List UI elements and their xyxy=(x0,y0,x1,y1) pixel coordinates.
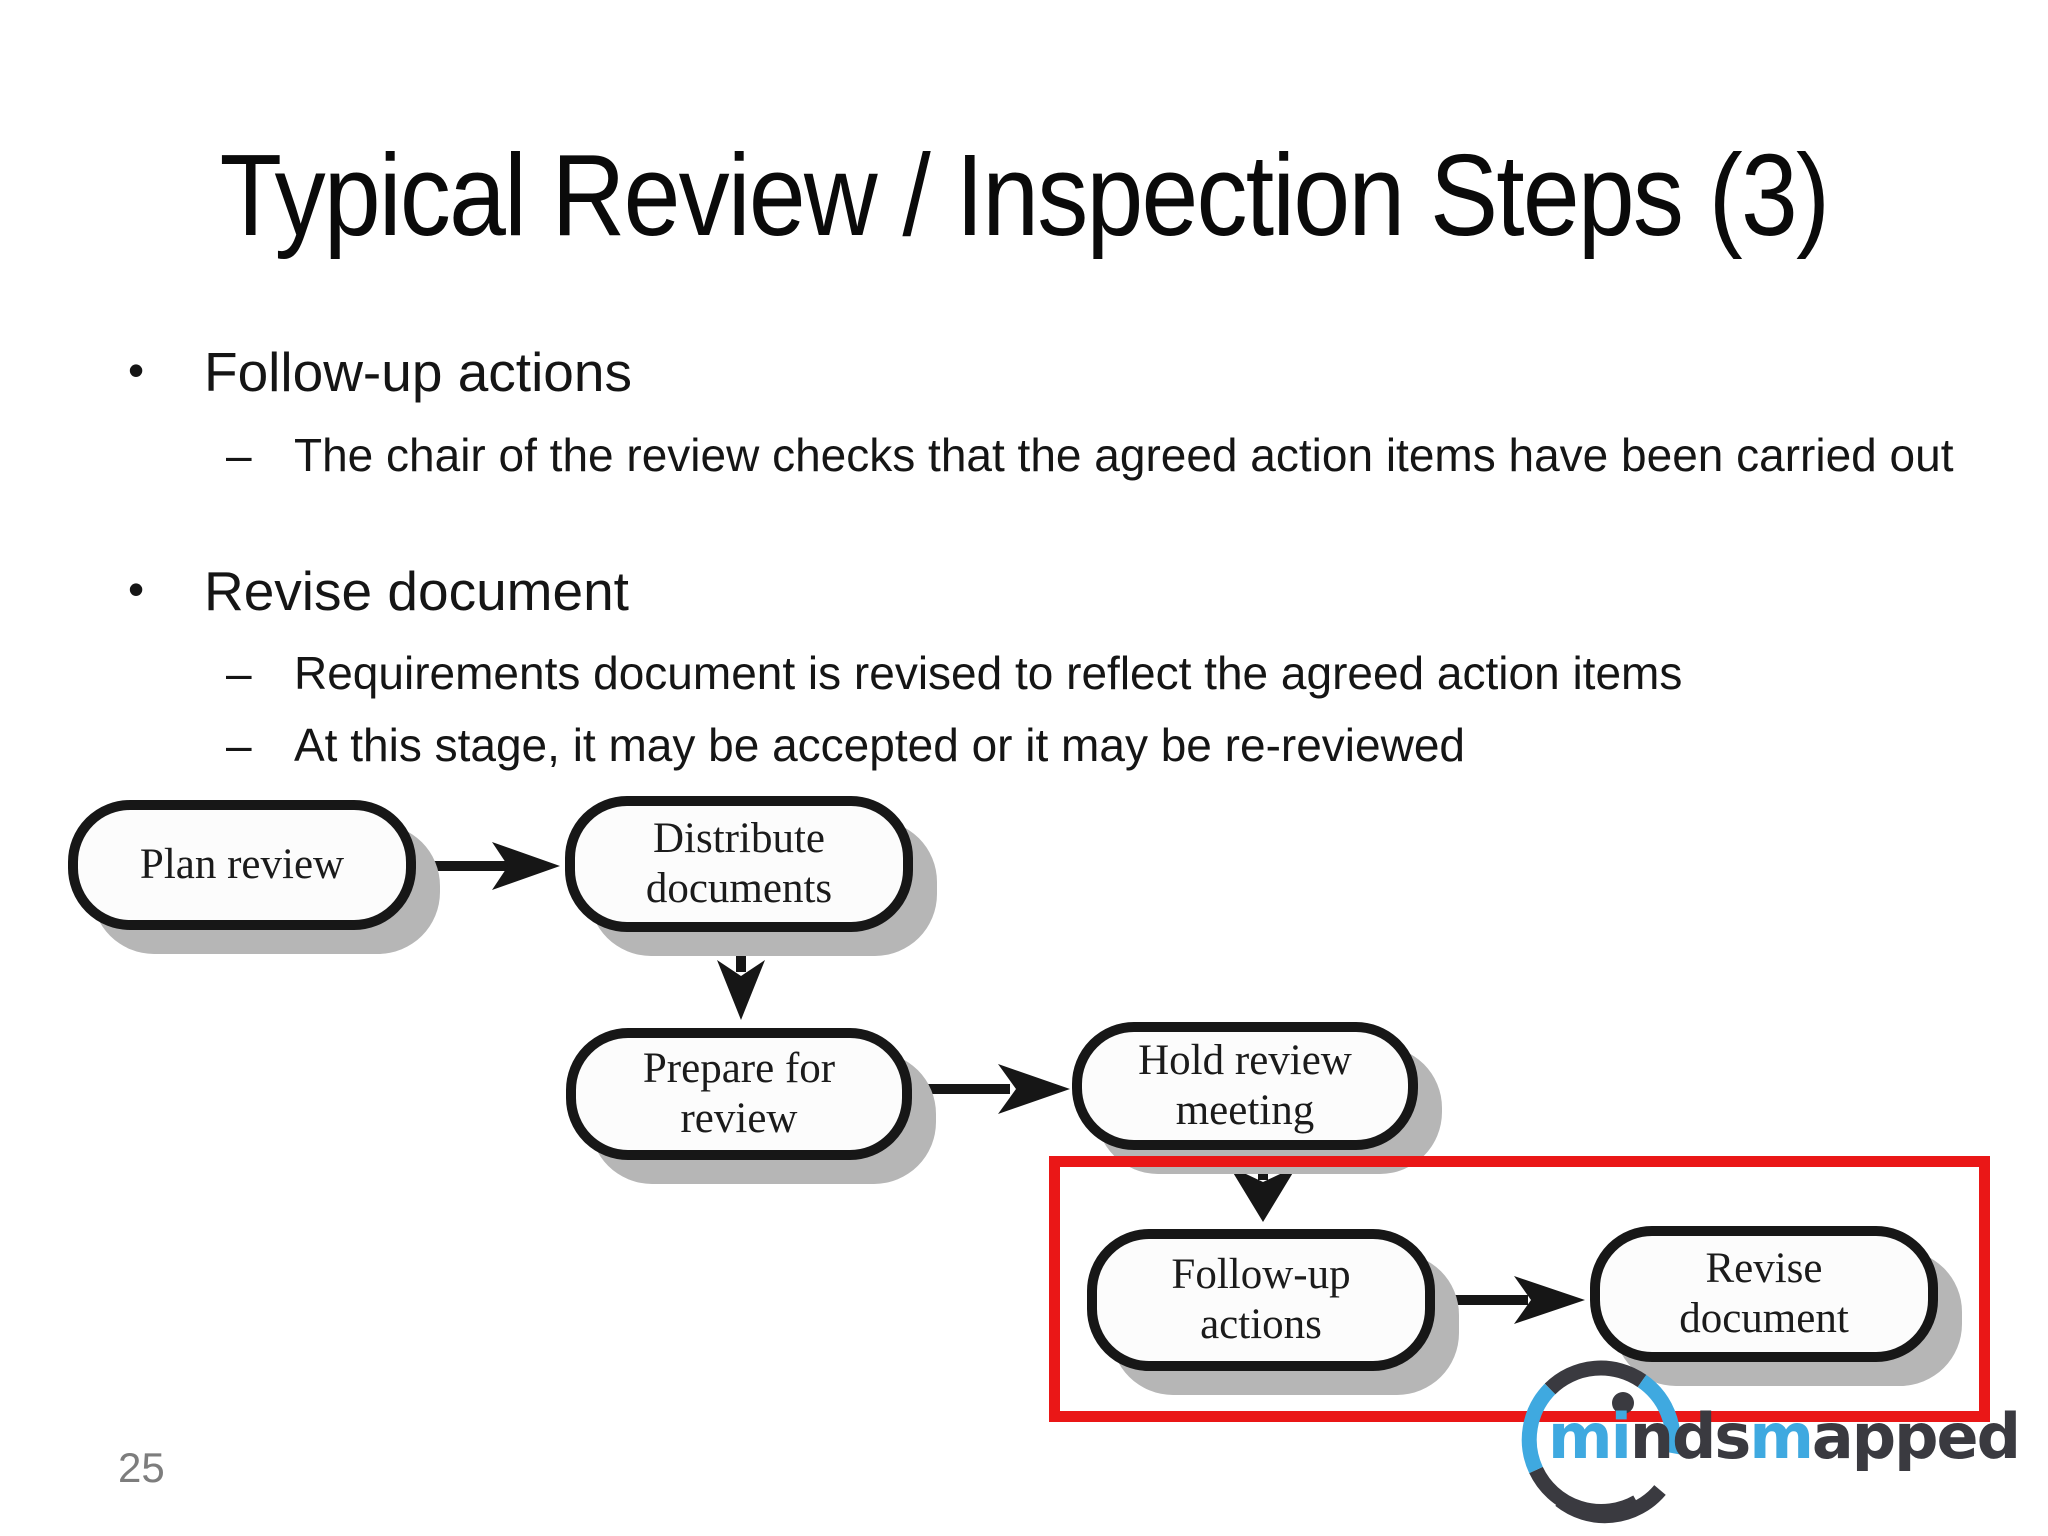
arrow-prepare-to-hold xyxy=(917,1064,1070,1114)
highlight-red-box xyxy=(1049,1156,1990,1422)
logo-letter: i xyxy=(1610,1400,1632,1473)
logo-letter: e xyxy=(1936,1400,1979,1473)
slide-title: Typical Review / Inspection Steps (3) xyxy=(219,130,1830,260)
sub-bullet-item: – Requirements document is revised to re… xyxy=(226,638,1682,708)
page-number: 25 xyxy=(118,1444,165,1491)
logo-letter: d xyxy=(1672,1400,1716,1473)
bullet-item: • Follow-up actions xyxy=(128,338,632,407)
logo-text: mindsmapped xyxy=(1548,1400,2021,1473)
mindsmapped-logo: mindsmapped xyxy=(1510,1350,2048,1536)
flow-node-hold-review-meeting: Hold review meeting xyxy=(1072,1022,1418,1150)
logo-ring-icon xyxy=(1521,1360,1681,1524)
logo-letter: m xyxy=(1548,1400,1613,1473)
logo-letter: p xyxy=(1851,1400,1896,1473)
dash-marker: – xyxy=(226,647,252,699)
sub-bullet-item: – At this stage, it may be accepted or i… xyxy=(226,710,1465,780)
logo-letter: n xyxy=(1629,1400,1674,1473)
sub-bullet-item: – The chair of the review checks that th… xyxy=(226,420,1953,490)
logo-letter: s xyxy=(1714,1400,1751,1473)
dash-marker: – xyxy=(226,719,252,771)
sub-bullet-text: Requirements document is revised to refl… xyxy=(294,647,1683,699)
flow-node-plan-review: Plan review xyxy=(68,800,416,930)
arrow-plan-to-distribute xyxy=(420,842,560,890)
flow-node-follow-up-actions: Follow-up actions xyxy=(1087,1229,1435,1371)
logo-dot xyxy=(1612,1392,1634,1414)
logo-letter: p xyxy=(1894,1400,1938,1473)
logo-letter: d xyxy=(1976,1400,2021,1473)
bullet-item: • Revise document xyxy=(128,557,629,626)
bullet-dot-marker: • xyxy=(128,563,145,615)
sub-bullet-text: The chair of the review checks that the … xyxy=(294,429,1954,481)
arrow-distribute-to-prepare xyxy=(717,934,765,1020)
flow-node-prepare-for-review: Prepare for review xyxy=(566,1028,912,1160)
dash-marker: – xyxy=(226,429,252,481)
bullet-text: Revise document xyxy=(204,560,629,622)
flow-node-revise-document: Revise document xyxy=(1590,1226,1938,1362)
logo-letter: a xyxy=(1811,1400,1854,1473)
logo-letter: m xyxy=(1749,1400,1814,1473)
flow-node-distribute-documents: Distribute documents xyxy=(565,796,913,932)
bullet-text: Follow-up actions xyxy=(204,341,632,403)
bullet-dot-marker: • xyxy=(128,344,145,396)
sub-bullet-text: At this stage, it may be accepted or it … xyxy=(294,719,1465,771)
